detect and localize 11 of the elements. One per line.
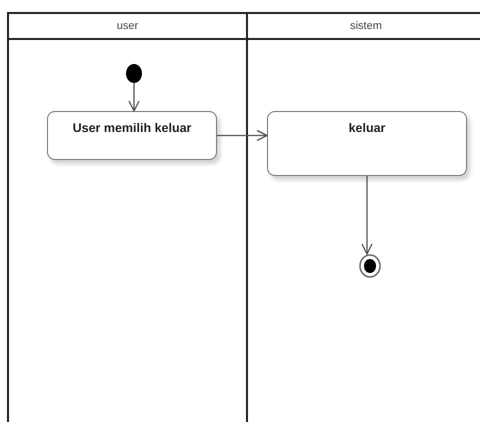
swimlane — [7, 12, 248, 422]
initial-node — [126, 64, 142, 83]
action-label: User memilih keluar — [72, 121, 192, 135]
action-label: keluar — [348, 121, 386, 135]
action-box — [47, 111, 217, 160]
arrow — [128, 83, 140, 112]
lane-header: sistem — [248, 14, 480, 40]
final-node — [359, 254, 381, 278]
arrow — [361, 176, 373, 255]
arrow — [217, 130, 268, 142]
action-box — [267, 111, 467, 176]
